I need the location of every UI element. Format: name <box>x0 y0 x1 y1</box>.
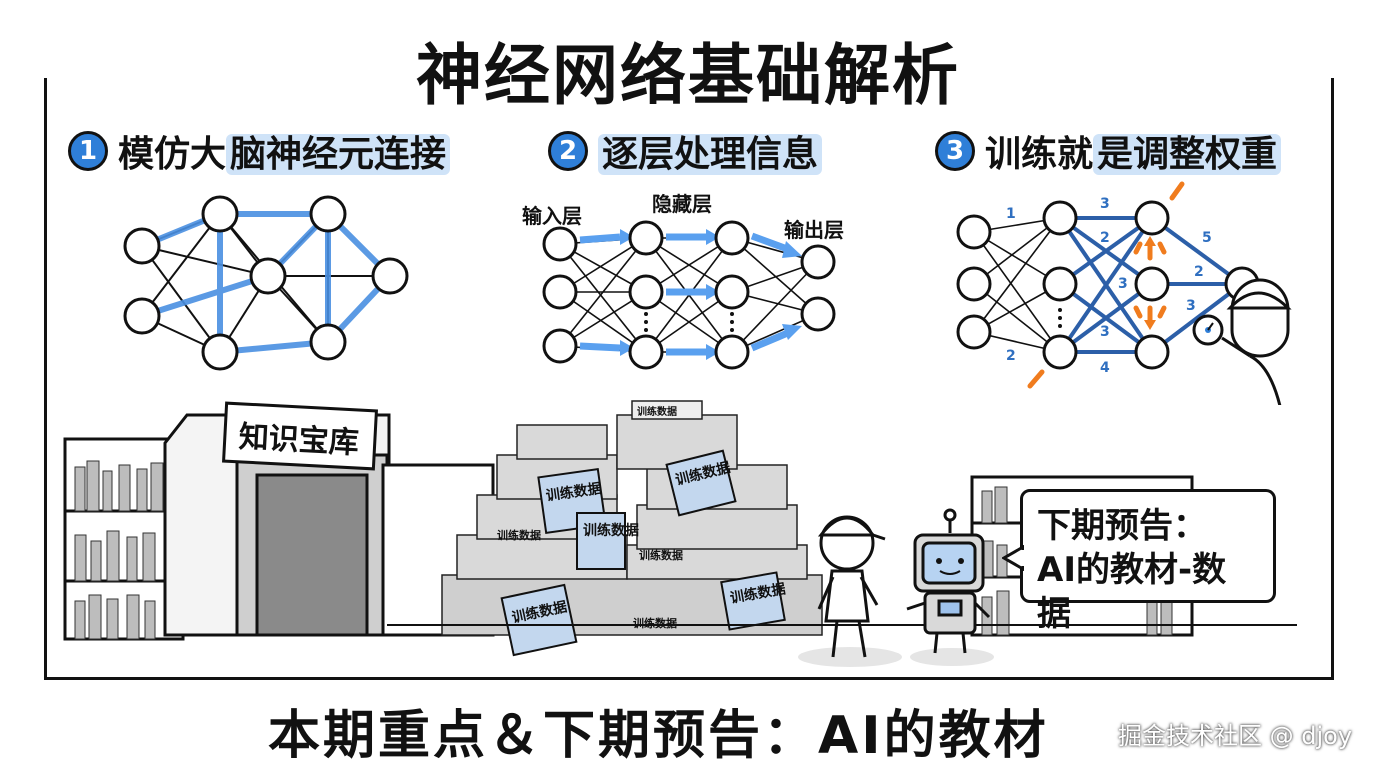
neuron-node <box>371 257 409 295</box>
neuron-network-diagram <box>123 195 409 371</box>
footer-caption: 本期重点＆下期预告：AI的教材 <box>268 706 1049 766</box>
library-sign: 知识宝库 <box>238 420 360 461</box>
book-label: 训练数据 <box>639 548 683 562</box>
weight-label: 3 <box>1118 276 1128 292</box>
section-3-header: 3 训练就是调整权重 <box>935 126 1282 176</box>
weight-label: 2 <box>1100 230 1110 246</box>
weight-label: 5 <box>1202 230 1212 246</box>
section-number-3: 3 <box>935 131 975 171</box>
section-1-prefix: 模仿大 <box>118 134 227 175</box>
page-title: 神经网络基础解析 <box>416 37 960 114</box>
content-frame <box>44 78 1334 680</box>
input-layer-label: 输入层 <box>522 204 582 228</box>
neuron-node <box>309 195 347 233</box>
section-3-highlight: 是调整权重 <box>1093 134 1282 175</box>
section-2-highlight: 逐层处理信息 <box>598 134 823 175</box>
hidden-layer-label: 隐藏层 <box>652 192 712 216</box>
library-scene: 知识宝库 训练数据 训练数据 训练数据 训练数据 训练数据 训练数据 训练数据 … <box>63 400 1297 667</box>
weight-label: 4 <box>1100 360 1110 376</box>
section-2-header: 2 逐层处理信息 <box>548 126 823 176</box>
weight-label: 3 <box>1186 298 1196 314</box>
person-figure <box>817 515 886 658</box>
bubble-tail <box>1002 545 1024 571</box>
watermark: 掘金技术社区 @ djoy <box>1118 722 1353 750</box>
section-1-header: 1 模仿大脑神经元连接 <box>68 126 451 176</box>
preview-speech-bubble: 下期预告： AI的教材-数据 <box>1020 489 1276 634</box>
weight-label: 2 <box>1006 348 1016 364</box>
neuron-node <box>123 297 161 335</box>
neuron-node <box>201 333 239 371</box>
bubble-line-2: AI的教材-数据 <box>1037 550 1227 634</box>
neuron-node <box>123 227 161 265</box>
weight-label: 3 <box>1100 196 1110 212</box>
section-number-2: 2 <box>548 131 588 171</box>
section-3-prefix: 训练就 <box>985 134 1094 175</box>
output-layer-label: 输出层 <box>784 218 844 242</box>
neuron-node <box>309 323 347 361</box>
neuron-node <box>249 257 287 295</box>
weights-network-diagram: 1 3 2 3 3 2 4 5 2 3 <box>956 181 1292 405</box>
book-label: 训练数据 <box>497 528 541 542</box>
weight-label: 2 <box>1194 264 1204 280</box>
weight-label: 1 <box>1006 206 1016 222</box>
neuron-node <box>201 195 239 233</box>
book-label: 训练数据 <box>637 405 677 418</box>
weight-label: 3 <box>1100 324 1110 340</box>
section-number-1: 1 <box>68 131 108 171</box>
bubble-line-1: 下期预告： <box>1037 506 1207 546</box>
layered-network-diagram <box>542 220 836 370</box>
section-1-highlight: 脑神经元连接 <box>226 134 451 175</box>
robot-figure <box>906 508 991 654</box>
book-label: 训练数据 <box>583 522 639 539</box>
book-label: 训练数据 <box>633 616 677 630</box>
